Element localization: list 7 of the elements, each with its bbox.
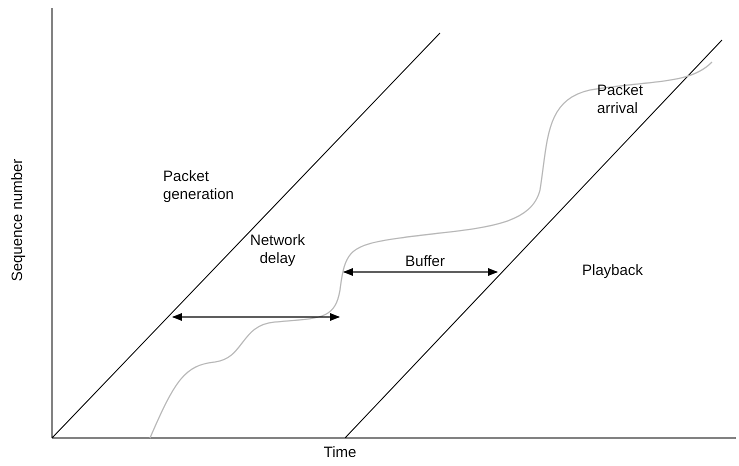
line-label: Packet generation	[163, 168, 235, 204]
curve-label: Packet arrival	[597, 82, 644, 118]
axis-label: Time	[322, 444, 358, 462]
axis-label: Sequence number	[9, 158, 27, 282]
line-label: Playback	[582, 262, 644, 280]
dimension-label: Network delay	[248, 232, 306, 268]
dimension-label: Buffer	[404, 253, 446, 271]
